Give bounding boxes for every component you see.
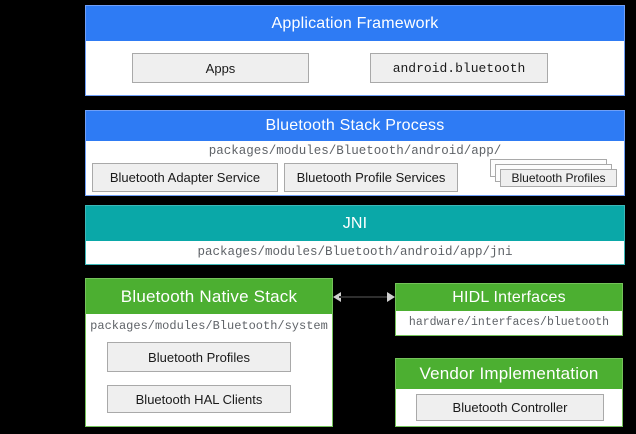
section-vendor-implementation: Vendor Implementation Bluetooth Controll… [395, 358, 623, 427]
native-stack-source-path: packages/modules/Bluetooth/system [90, 319, 328, 333]
apps-box: Apps [132, 53, 309, 83]
section-title-hidl-interfaces: HIDL Interfaces [396, 284, 622, 311]
bluetooth-adapter-service-box: Bluetooth Adapter Service [92, 163, 278, 192]
hidl-source-path: hardware/interfaces/bluetooth [408, 316, 610, 329]
section-body-hidl-interfaces: hardware/interfaces/bluetooth [396, 311, 622, 335]
jni-source-path: packages/modules/Bluetooth/android/app/j… [197, 245, 513, 259]
section-title-jni: JNI [86, 206, 624, 241]
section-body-bluetooth-native-stack: packages/modules/Bluetooth/system Blueto… [86, 314, 332, 426]
section-title-application-framework: Application Framework [86, 6, 624, 41]
arrowhead-right-icon [387, 292, 395, 302]
arrow-shaft [339, 296, 389, 298]
section-application-framework: Application Framework Apps android.bluet… [85, 5, 625, 96]
native-bluetooth-profiles-box: Bluetooth Profiles [107, 342, 291, 372]
section-title-vendor-implementation: Vendor Implementation [396, 359, 622, 389]
section-jni: JNI packages/modules/Bluetooth/android/a… [85, 205, 625, 265]
section-body-application-framework: Apps android.bluetooth [86, 41, 624, 95]
native-stack-hidl-connector-arrow [333, 291, 395, 303]
arrowhead-left-icon [333, 292, 341, 302]
section-body-vendor-implementation: Bluetooth Controller [396, 389, 622, 426]
section-bluetooth-stack-process: Bluetooth Stack Process packages/modules… [85, 110, 625, 196]
section-bluetooth-native-stack: Bluetooth Native Stack packages/modules/… [85, 278, 333, 427]
section-body-jni: packages/modules/Bluetooth/android/app/j… [86, 241, 624, 264]
profiles-card-front: Bluetooth Profiles [500, 169, 617, 187]
section-body-bluetooth-stack-process: packages/modules/Bluetooth/android/app/ … [86, 141, 624, 195]
bluetooth-controller-box: Bluetooth Controller [416, 394, 604, 421]
bluetooth-hal-clients-box: Bluetooth HAL Clients [107, 385, 291, 413]
section-hidl-interfaces: HIDL Interfaces hardware/interfaces/blue… [395, 283, 623, 336]
stack-process-source-path: packages/modules/Bluetooth/android/app/ [208, 144, 502, 158]
section-title-bluetooth-stack-process: Bluetooth Stack Process [86, 111, 624, 141]
section-title-bluetooth-native-stack: Bluetooth Native Stack [86, 279, 332, 314]
android-bluetooth-api-box: android.bluetooth [370, 53, 548, 83]
bluetooth-profile-services-box: Bluetooth Profile Services [284, 163, 458, 192]
bluetooth-profiles-card-stack: Bluetooth Profiles [490, 159, 620, 193]
